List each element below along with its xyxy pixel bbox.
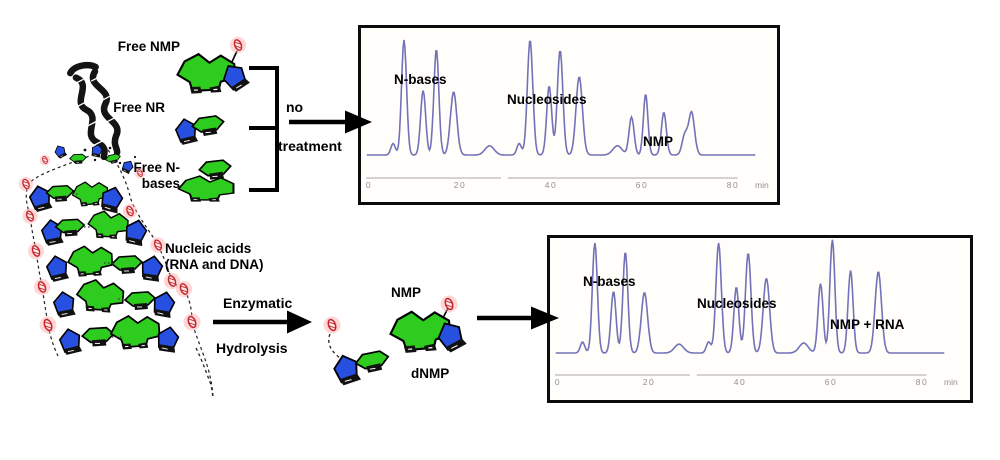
free-nmp-label: Free NMP — [117, 39, 180, 54]
nmp-molecule — [387, 294, 469, 356]
chromatogram-trace — [366, 39, 756, 156]
untreated-chromatogram-plot: 0 20 40 60 80 min — [366, 39, 769, 190]
free-nr-label: Free NR — [113, 100, 165, 115]
untreated-chromatogram-panel: 0 20 40 60 80 min N-bases Nucleosides NMP — [358, 25, 780, 205]
x-tick-label: 80 — [727, 180, 739, 190]
no-treatment-label-bottom: treatment — [278, 138, 342, 154]
chromatogram-trace — [555, 239, 945, 354]
hydrolysed-chromatogram-panel: 0 20 40 60 80 min N-bases Nucleosides NMP + R… — [547, 235, 973, 403]
peak-label-nucleosides-1: Nucleosides — [507, 92, 587, 107]
peak-label-n-bases-1: N-bases — [394, 72, 447, 87]
peak-label-nucleosides-2: Nucleosides — [697, 296, 777, 311]
x-tick-label: 40 — [545, 180, 557, 190]
free-nr-molecule — [173, 114, 226, 147]
peak-label-n-bases-2: N-bases — [583, 274, 636, 289]
enzymatic-label: Enzymatic — [223, 295, 293, 311]
free-nmp-molecule — [175, 36, 252, 96]
x-tick-label: 20 — [454, 180, 466, 190]
nucleic-acids-label: Nucleic acids (RNA and DNA) — [165, 241, 264, 272]
x-tick-label: 20 — [643, 377, 655, 387]
no-treatment-label-top: no — [286, 99, 304, 115]
x-axis-unit: min — [755, 180, 769, 190]
dnmp-molecule — [322, 315, 391, 388]
free-n-bases-label: Free N- bases — [133, 160, 180, 191]
free-n-bases-molecules — [177, 158, 235, 203]
peak-label-nmp-rna-2: NMP + RNA — [830, 317, 905, 332]
peak-label-nmp-1: NMP — [643, 134, 673, 149]
hydrolysed-chromatogram-plot: 0 20 40 60 80 min — [555, 239, 958, 387]
x-tick-label: 60 — [825, 377, 837, 387]
nmp-label: NMP — [391, 285, 421, 300]
enzymatic-hydrolysis-arrow — [213, 310, 312, 334]
x-tick-label: 0 — [366, 180, 372, 190]
hydrolysis-label: Hydrolysis — [216, 340, 288, 356]
x-tick-label: 40 — [734, 377, 746, 387]
x-axis-unit: min — [944, 377, 958, 387]
dnmp-label: dNMP — [411, 366, 450, 381]
grouping-bracket — [249, 66, 279, 192]
x-tick-label: 60 — [636, 180, 648, 190]
x-tick-label: 0 — [555, 377, 561, 387]
x-tick-label: 80 — [916, 377, 928, 387]
